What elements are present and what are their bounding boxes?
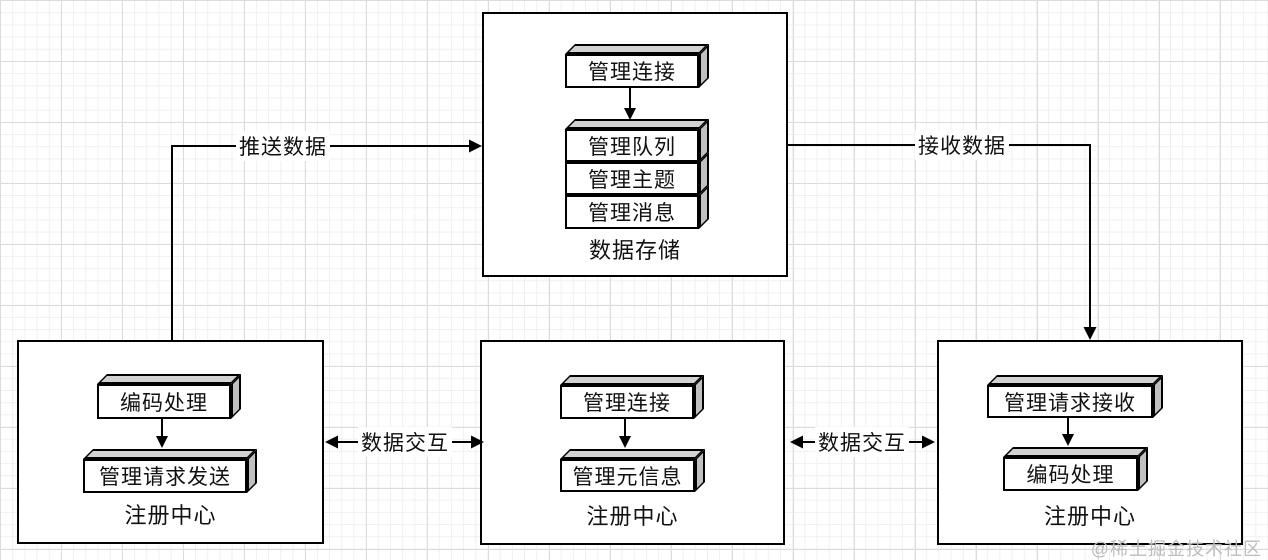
node-title: 注册中心 bbox=[124, 503, 217, 528]
interact-right-arrowhead-e bbox=[922, 435, 935, 449]
cube-manage-topic: 管理主题 bbox=[565, 152, 709, 195]
interact-left-arrowhead-w bbox=[325, 435, 338, 449]
node-data-storage: 管理连接 管理队列 管理主题 管理消息 数据存储 bbox=[482, 12, 788, 277]
cube-manage-connection: 管理连接 bbox=[560, 375, 704, 419]
node-title: 注册中心 bbox=[586, 504, 679, 529]
cube-top-face bbox=[83, 449, 257, 459]
interact-right-arrowhead-w bbox=[790, 435, 803, 449]
cube-side-face bbox=[694, 375, 704, 419]
cube-top-face bbox=[565, 44, 709, 54]
node-title: 数据存储 bbox=[588, 238, 681, 263]
cube-top-face bbox=[97, 374, 241, 384]
cube-label: 编码处理 bbox=[97, 384, 231, 419]
edge-label-interact-right: 数据交互 bbox=[815, 427, 909, 457]
cube-manage-message: 管理消息 bbox=[565, 185, 709, 229]
edge-label-interact-left: 数据交互 bbox=[358, 427, 452, 457]
cube-manage-queue: 管理队列 bbox=[565, 119, 709, 162]
receive-data-arrowhead bbox=[1083, 327, 1097, 340]
node-registry-left: 编码处理 管理请求发送 注册中心 bbox=[17, 340, 324, 544]
cube-label: 管理请求接收 bbox=[987, 385, 1153, 418]
edge-label-push: 推送数据 bbox=[236, 131, 330, 161]
cube-label: 编码处理 bbox=[1003, 457, 1138, 491]
receive-data-arrow bbox=[788, 144, 1091, 328]
cube-side-face bbox=[699, 185, 709, 229]
node-title: 注册中心 bbox=[1043, 504, 1136, 529]
cube-side-face bbox=[699, 44, 709, 88]
cube-top-face bbox=[987, 375, 1163, 385]
cube-label: 管理请求发送 bbox=[83, 459, 247, 493]
cube-encode-process: 编码处理 bbox=[97, 374, 241, 419]
cube-side-face bbox=[247, 449, 257, 493]
cube-label: 管理连接 bbox=[565, 54, 699, 88]
push-data-arrowhead bbox=[469, 139, 482, 153]
cube-label: 管理队列 bbox=[565, 129, 699, 162]
cube-top-face bbox=[560, 375, 704, 385]
watermark: @稀土掘金技术社区 bbox=[1090, 539, 1262, 559]
cube-side-face bbox=[231, 374, 241, 419]
edge-label-receive: 接收数据 bbox=[915, 130, 1009, 160]
cube-manage-request-receive: 管理请求接收 bbox=[987, 375, 1163, 418]
cube-manage-connection: 管理连接 bbox=[565, 44, 709, 88]
push-data-arrow bbox=[171, 145, 470, 340]
cube-label: 管理消息 bbox=[565, 195, 699, 229]
cube-top-face bbox=[565, 119, 709, 129]
node-registry-right: 管理请求接收 编码处理 注册中心 bbox=[937, 340, 1243, 545]
cube-manage-request-send: 管理请求发送 bbox=[83, 449, 257, 493]
node-registry-center: 管理连接 管理元信息 注册中心 bbox=[480, 340, 785, 545]
cube-encode-process: 编码处理 bbox=[1003, 447, 1148, 491]
cube-side-face bbox=[1138, 447, 1148, 491]
cube-top-face bbox=[560, 449, 705, 459]
cube-manage-metadata: 管理元信息 bbox=[560, 449, 705, 492]
cube-label: 管理主题 bbox=[565, 162, 699, 195]
cube-label: 管理元信息 bbox=[560, 459, 695, 492]
cube-label: 管理连接 bbox=[560, 385, 694, 419]
cube-top-face bbox=[1003, 447, 1148, 457]
